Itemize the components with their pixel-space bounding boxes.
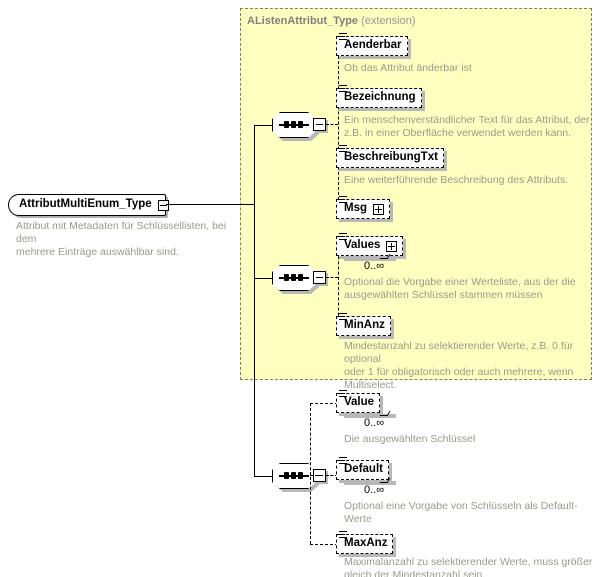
element-values-expand-toggle[interactable] xyxy=(386,240,398,252)
documentation-minanz: Mindestanzahl zu selektierender Werte, z… xyxy=(344,340,574,391)
cardinality-default: 0..∞ xyxy=(364,484,385,496)
seq3-branch-value xyxy=(310,403,338,404)
seq1-out-stub xyxy=(326,124,338,125)
sequence-2-collapse-toggle[interactable] xyxy=(313,271,326,284)
attribute-icon xyxy=(339,531,347,538)
trunk-to-seq1 xyxy=(254,125,272,126)
element-label-minanz: MinAnz xyxy=(344,319,385,332)
root-element-node[interactable]: AttributMultiEnum_Type xyxy=(8,194,169,216)
element-node-default[interactable]: Default xyxy=(336,457,389,480)
root-collapse-toggle[interactable] xyxy=(157,199,169,211)
sequence-compositor-3[interactable] xyxy=(272,463,316,489)
element-node-maxanz[interactable]: MaxAnz xyxy=(336,531,394,554)
element-node-aenderbar[interactable]: Aenderbar xyxy=(336,33,408,56)
cardinality-values: 0..∞ xyxy=(364,260,385,272)
sequence-dot xyxy=(298,472,303,479)
sequence-dot xyxy=(284,274,289,281)
sequence-compositor-2[interactable] xyxy=(272,265,316,291)
documentation-bezeichnung: Ein menschenverständlicher Text für das … xyxy=(344,114,590,139)
root-connector-horizontal xyxy=(166,204,254,205)
element-node-minanz[interactable]: MinAnz xyxy=(336,313,391,336)
seq3-connector-mid xyxy=(310,475,338,476)
cardinality-value: 0..∞ xyxy=(364,417,385,429)
sequence-dot xyxy=(291,121,296,128)
attribute-icon xyxy=(339,313,347,320)
attribute-icon xyxy=(339,390,347,397)
sequence-dot xyxy=(298,121,303,128)
attribute-icon xyxy=(339,85,347,92)
trunk-to-seq2 xyxy=(254,278,272,279)
sequence-compositor-1[interactable] xyxy=(272,112,316,138)
documentation-default: Optional eine Vorgabe von Schlüsseln als… xyxy=(344,500,578,525)
trunk-to-seq3 xyxy=(254,476,272,477)
extension-kind-label: (extension) xyxy=(361,15,416,27)
element-node-beschreibungtxt[interactable]: BeschreibungTxt xyxy=(336,145,444,168)
element-label-maxanz: MaxAnz xyxy=(344,537,388,550)
seq3-distribution-vertical xyxy=(310,403,311,544)
attribute-icon xyxy=(339,196,347,203)
seq1-distribution-vertical xyxy=(338,46,339,210)
root-element-label: AttributMultiEnum_Type xyxy=(19,198,152,211)
sequence-dot xyxy=(291,472,296,479)
element-node-msg[interactable]: Msg xyxy=(336,196,390,219)
extension-base-name: AListenAttribut_Type xyxy=(247,15,359,27)
element-msg-expand-toggle[interactable] xyxy=(373,203,384,215)
attribute-icon xyxy=(339,233,347,240)
element-label-bezeichnung: Bezeichnung xyxy=(344,91,416,104)
element-label-default: Default xyxy=(344,463,383,476)
default-repeat-bar xyxy=(344,481,396,485)
element-node-values[interactable]: Values xyxy=(336,233,404,256)
sequence-dot xyxy=(284,472,289,479)
element-label-values: Values xyxy=(344,239,381,252)
extension-group-panel xyxy=(240,8,592,380)
sequence-dot xyxy=(298,274,303,281)
documentation-beschreibungtxt: Eine weiterführende Beschreibung des Att… xyxy=(344,174,569,186)
values-repeat-bar xyxy=(344,257,396,261)
attribute-icon xyxy=(339,457,347,464)
seq3-branch-maxanz xyxy=(310,544,338,545)
sequence-dot xyxy=(284,121,289,128)
element-node-value[interactable]: Value xyxy=(336,390,381,413)
sequence-1-collapse-toggle[interactable] xyxy=(313,118,326,131)
sequence-dot xyxy=(291,274,296,281)
documentation-value: Die ausgewählten Schlüssel xyxy=(344,433,476,445)
seq2-out-stub xyxy=(326,277,338,278)
element-label-msg: Msg xyxy=(344,202,367,215)
value-repeat-bar xyxy=(344,414,396,418)
root-documentation: Attribut mit Metadaten für Schlüssellist… xyxy=(16,220,227,258)
documentation-maxanz: Maximalanzahl zu selektierender Werte, m… xyxy=(344,556,593,577)
extension-base-type-label: AListenAttribut_Type (extension) xyxy=(247,15,416,27)
root-trunk-vertical xyxy=(254,125,255,476)
element-label-aenderbar: Aenderbar xyxy=(344,39,402,52)
documentation-aenderbar: Ob das Attribut änderbar ist xyxy=(344,62,472,74)
seq2-distribution-vertical xyxy=(338,246,339,326)
documentation-values: Optional die Vorgabe einer Werteliste, a… xyxy=(344,276,576,301)
element-label-value: Value xyxy=(344,396,375,409)
attribute-icon xyxy=(339,145,347,152)
element-label-beschreibungtxt: BeschreibungTxt xyxy=(344,151,438,164)
element-node-bezeichnung[interactable]: Bezeichnung xyxy=(336,85,422,108)
attribute-icon xyxy=(339,33,347,40)
